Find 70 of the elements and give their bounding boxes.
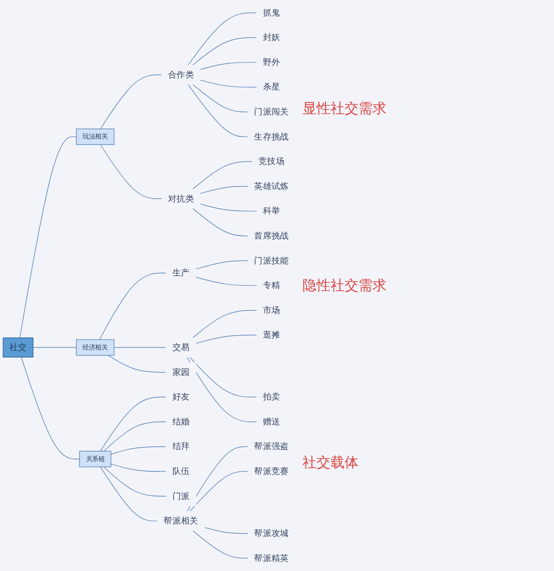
connector bbox=[186, 446, 248, 512]
node-box bbox=[2, 337, 34, 358]
node-text: 野外 bbox=[262, 57, 280, 68]
node-text: 英雄试炼 bbox=[254, 181, 289, 192]
connector bbox=[114, 347, 166, 348]
node-text: 结拜 bbox=[172, 442, 190, 452]
node-text: 合作类 bbox=[168, 70, 194, 80]
node-text: 帮派强盗 bbox=[254, 442, 289, 452]
node-text: 逛摊 bbox=[262, 330, 280, 340]
connector bbox=[196, 276, 257, 286]
node-box bbox=[76, 128, 114, 145]
node-text: 帮派攻城 bbox=[254, 528, 289, 538]
connector bbox=[108, 355, 166, 373]
connector bbox=[110, 446, 166, 455]
node-text: 专精 bbox=[262, 280, 280, 290]
node-text: 交易 bbox=[172, 342, 190, 352]
node-text: 生存挑战 bbox=[254, 132, 289, 142]
connector bbox=[99, 272, 166, 340]
node-text: 生产 bbox=[172, 268, 190, 278]
connector bbox=[188, 84, 248, 138]
bracket-label: 社交载体 bbox=[302, 454, 360, 472]
connector bbox=[100, 144, 162, 200]
node-text: 竞技场 bbox=[258, 156, 285, 166]
node-text: 市场 bbox=[262, 305, 280, 316]
connector bbox=[196, 334, 257, 344]
connector bbox=[100, 466, 158, 522]
bracket-label: 隐性社交需求 bbox=[302, 276, 386, 294]
node-text: 杀星 bbox=[262, 82, 280, 92]
connector bbox=[186, 356, 257, 422]
node-text: 拍卖 bbox=[262, 392, 280, 402]
connector bbox=[188, 12, 257, 66]
connector bbox=[190, 471, 248, 512]
connector bbox=[192, 84, 248, 112]
connector bbox=[190, 356, 257, 398]
node-text: 结婚 bbox=[172, 416, 190, 427]
node-text: 科举 bbox=[262, 206, 280, 216]
node-text: 门派闯关 bbox=[254, 107, 289, 117]
connector bbox=[192, 208, 248, 236]
connector bbox=[196, 260, 248, 270]
connector bbox=[19, 136, 77, 338]
connector bbox=[200, 204, 257, 212]
node-box bbox=[79, 450, 112, 468]
connector bbox=[200, 62, 257, 70]
connector bbox=[200, 80, 257, 88]
node-text: 帮派竞赛 bbox=[254, 466, 289, 476]
node-text: 封妖 bbox=[262, 32, 280, 43]
connector bbox=[100, 396, 166, 452]
node-text: 对抗类 bbox=[168, 194, 194, 204]
node-text: 帮派精英 bbox=[254, 553, 289, 564]
node-text: 抓鬼 bbox=[262, 8, 280, 18]
node-text: 首席挑战 bbox=[254, 231, 289, 241]
connector bbox=[192, 161, 253, 190]
connector bbox=[200, 186, 248, 194]
connector bbox=[104, 466, 166, 497]
node-text: 队伍 bbox=[172, 466, 190, 476]
connector bbox=[32, 347, 77, 348]
node-text: 帮派相关 bbox=[164, 516, 198, 526]
connector bbox=[20, 356, 80, 460]
connector bbox=[204, 527, 248, 534]
bracket-label: 显性社交需求 bbox=[302, 100, 386, 118]
connector bbox=[192, 310, 257, 338]
connector bbox=[192, 530, 248, 558]
node-text: 好友 bbox=[172, 392, 190, 402]
node-text: 门派技能 bbox=[254, 256, 289, 266]
connector bbox=[100, 74, 162, 130]
connector bbox=[104, 422, 166, 452]
connector bbox=[192, 37, 257, 66]
node-text: 赠送 bbox=[262, 416, 280, 427]
connector bbox=[110, 464, 166, 472]
node-box bbox=[76, 339, 114, 356]
